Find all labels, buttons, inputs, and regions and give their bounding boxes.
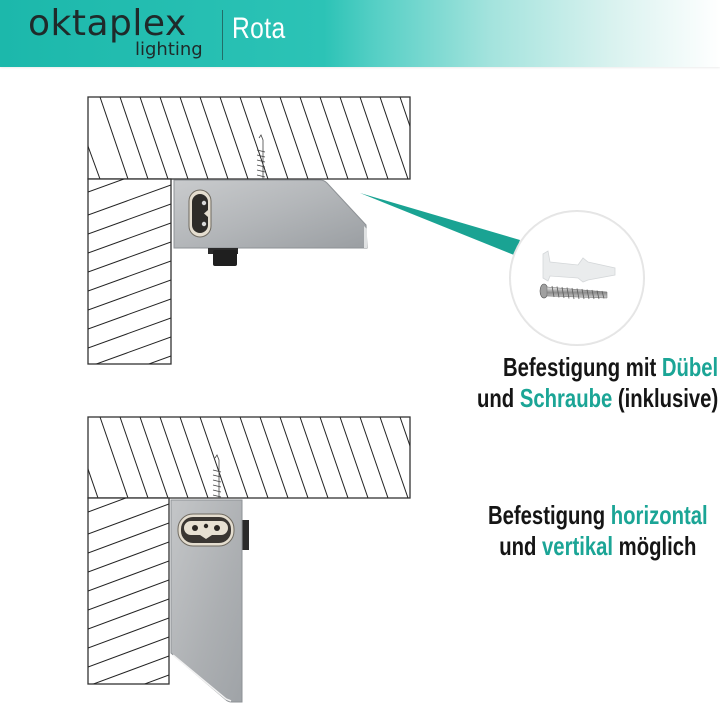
caption-orientation: Befestigung horizontal und vertikal mögl… xyxy=(488,500,708,562)
caption-mounting-hardware: Befestigung mit Dübel und Schraube (inkl… xyxy=(477,352,718,414)
brand-logo-subtitle: lighting xyxy=(135,39,203,60)
highlight-schraube: Schraube xyxy=(519,383,613,413)
caption-line-2: und Schraube (inklusive) xyxy=(476,383,718,413)
highlight-vertikal: vertikal xyxy=(542,531,614,561)
top-side-panel-hatched xyxy=(87,178,172,365)
hardware-callout-circle xyxy=(509,210,645,346)
header-divider xyxy=(222,10,223,60)
top-screw-in-shelf xyxy=(256,134,266,179)
bottom-shelf-hatched xyxy=(87,416,411,499)
product-name: Rota xyxy=(232,12,286,45)
rota-fixture-horizontal xyxy=(173,179,368,266)
bottom-screw-in-shelf xyxy=(212,454,222,498)
highlight-duebel: Dübel xyxy=(661,352,718,382)
caption-line-1: Befestigung mit Dübel xyxy=(502,352,718,382)
brand-logo-wordmark: oktaplex xyxy=(28,3,187,44)
dowel-icon xyxy=(542,250,616,283)
caption-line-2: und vertikal möglich xyxy=(499,531,697,561)
highlight-horizontal: horizontal xyxy=(611,500,708,530)
rota-fixture-vertical xyxy=(170,499,249,703)
callout-pointer xyxy=(360,193,520,255)
caption-line-1: Befestigung horizontal xyxy=(488,500,708,530)
power-socket-icon xyxy=(188,189,212,238)
screw-icon xyxy=(539,283,608,300)
header-banner: oktaplex lighting Rota xyxy=(0,0,720,67)
top-shelf-hatched xyxy=(87,96,411,180)
power-socket-icon xyxy=(177,513,235,547)
bottom-side-panel-hatched xyxy=(87,497,170,685)
